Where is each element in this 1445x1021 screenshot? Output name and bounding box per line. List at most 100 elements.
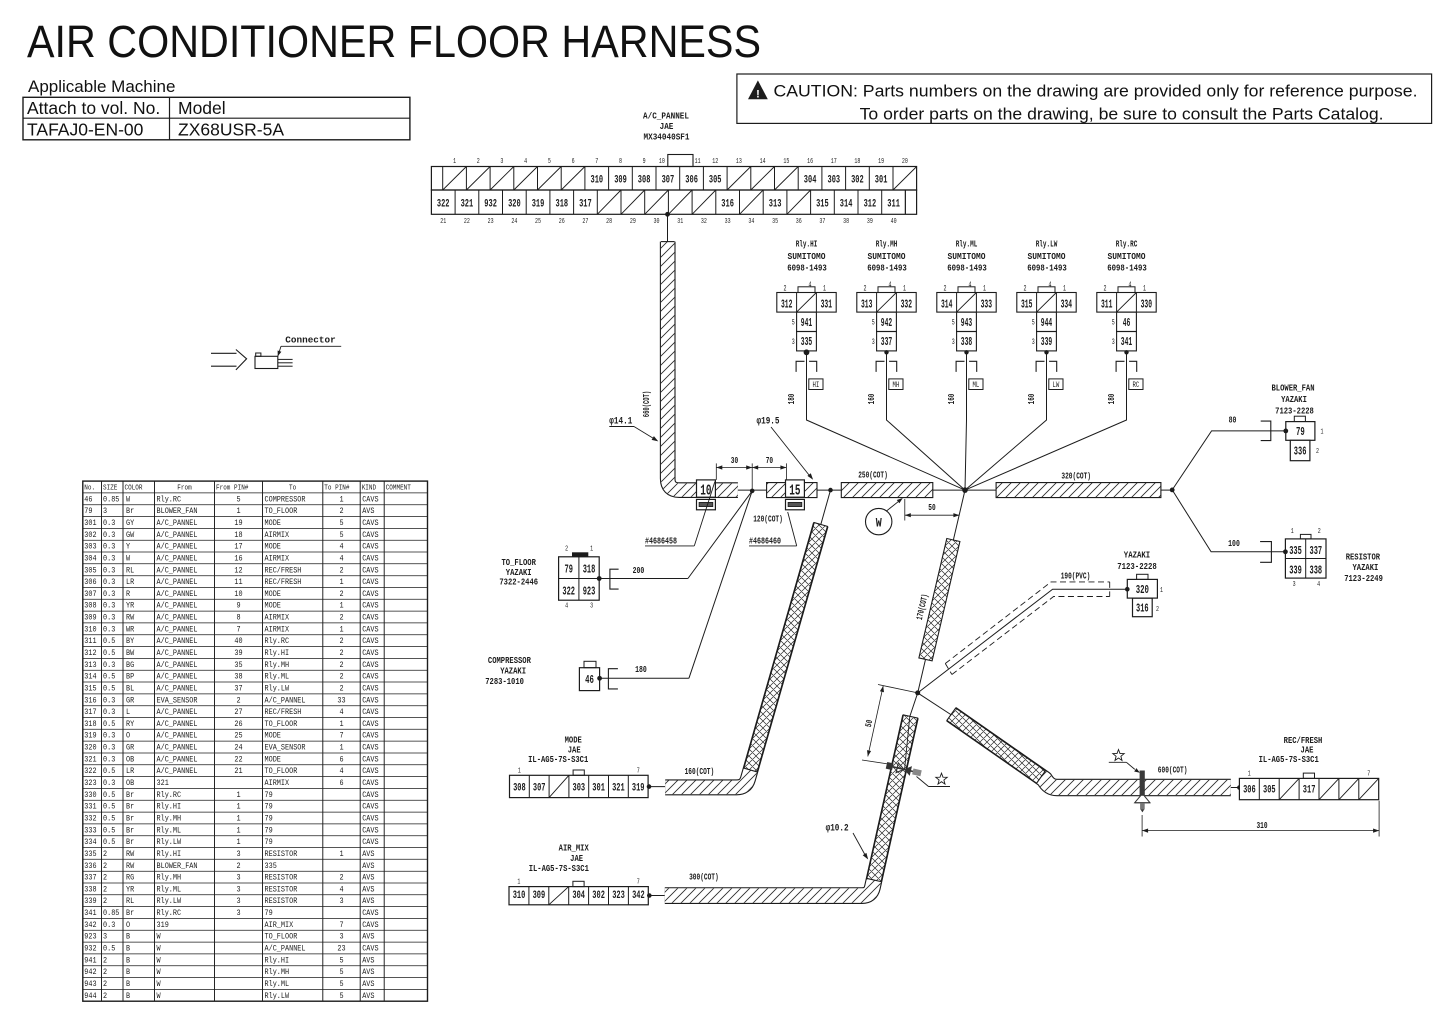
svg-text:944: 944 (1041, 316, 1052, 330)
svg-text:200: 200 (633, 565, 645, 576)
svg-text:0.5: 0.5 (103, 839, 116, 847)
svg-text:16: 16 (807, 158, 813, 166)
svg-text:A/C_PANNEL: A/C_PANNEL (265, 946, 306, 954)
svg-text:15: 15 (789, 481, 800, 499)
svg-text:321: 321 (157, 780, 170, 788)
svg-text:0.5: 0.5 (103, 650, 116, 658)
svg-text:φ19.5: φ19.5 (757, 415, 780, 426)
svg-text:0.3: 0.3 (103, 780, 116, 788)
svg-text:CAVS: CAVS (362, 946, 379, 954)
svg-text:342: 342 (84, 922, 97, 930)
svg-text:12: 12 (234, 567, 242, 575)
svg-text:Br: Br (126, 792, 134, 800)
svg-text:AIRMIX: AIRMIX (265, 555, 290, 563)
svg-text:2: 2 (339, 662, 343, 670)
svg-text:MODE: MODE (265, 591, 282, 599)
svg-text:332: 332 (901, 298, 912, 312)
svg-text:CAVS: CAVS (362, 839, 379, 847)
svg-text:308: 308 (638, 175, 651, 187)
svg-text:320: 320 (508, 198, 521, 210)
svg-text:AVS: AVS (362, 875, 375, 883)
svg-text:2: 2 (339, 686, 343, 694)
svg-text:OB: OB (126, 780, 134, 788)
svg-text:0.3: 0.3 (103, 697, 116, 705)
svg-text:JAE: JAE (660, 121, 674, 132)
svg-text:W: W (126, 555, 130, 563)
svg-text:0.3: 0.3 (103, 520, 116, 528)
svg-text:LW: LW (1053, 380, 1060, 390)
svg-text:17: 17 (234, 544, 242, 552)
svg-text:22: 22 (464, 218, 470, 226)
svg-text:0.5: 0.5 (103, 946, 116, 954)
svg-text:REC/FRESH: REC/FRESH (265, 567, 302, 575)
svg-text:5: 5 (339, 993, 343, 1001)
svg-text:310: 310 (1256, 821, 1267, 831)
svg-text:JAE: JAE (1301, 746, 1314, 756)
svg-text:37: 37 (819, 218, 825, 226)
svg-text:331: 331 (821, 298, 832, 312)
svg-text:7123-2228: 7123-2228 (1275, 406, 1314, 416)
svg-text:304: 304 (572, 890, 585, 902)
svg-text:Rly.RC: Rly.RC (157, 792, 182, 800)
svg-text:24: 24 (234, 745, 242, 753)
svg-text:302: 302 (84, 532, 97, 540)
svg-text:0.5: 0.5 (103, 804, 116, 812)
svg-text:4: 4 (339, 886, 343, 894)
svg-text:JAE: JAE (568, 745, 581, 755)
svg-text:CAVS: CAVS (362, 520, 379, 528)
svg-text:2: 2 (1318, 528, 1321, 536)
svg-text:306: 306 (84, 579, 97, 587)
svg-text:OB: OB (126, 756, 134, 764)
svg-text:Rly.LW: Rly.LW (157, 839, 182, 847)
svg-text:REC/FRESH: REC/FRESH (265, 579, 302, 587)
svg-text:W: W (157, 981, 161, 989)
svg-text:CAVS: CAVS (362, 697, 379, 705)
svg-text:To: To (289, 485, 297, 493)
svg-text:3: 3 (236, 851, 240, 859)
svg-text:A/C_PANNEL: A/C_PANNEL (157, 591, 198, 599)
svg-text:AIR CONDITIONER FLOOR HARNESS: AIR CONDITIONER FLOOR HARNESS (27, 16, 761, 67)
svg-text:REC/FRESH: REC/FRESH (265, 709, 302, 717)
svg-text:79: 79 (265, 839, 273, 847)
svg-text:HI: HI (813, 380, 820, 390)
svg-text:10: 10 (659, 158, 665, 166)
svg-text:330: 330 (84, 792, 97, 800)
svg-text:37: 37 (234, 686, 242, 694)
svg-text:AIRMIX: AIRMIX (265, 626, 290, 634)
svg-text:2: 2 (103, 886, 107, 894)
svg-text:BLOWER_FAN: BLOWER_FAN (157, 508, 198, 516)
svg-text:5: 5 (339, 520, 343, 528)
svg-text:36: 36 (796, 218, 802, 226)
svg-text:0.5: 0.5 (103, 816, 116, 824)
svg-text:304: 304 (84, 555, 97, 563)
svg-text:2: 2 (103, 863, 107, 871)
svg-text:302: 302 (851, 175, 864, 187)
svg-text:309: 309 (533, 890, 546, 902)
svg-text:0.3: 0.3 (103, 591, 116, 599)
svg-text:337: 337 (84, 875, 97, 883)
svg-text:4: 4 (1129, 281, 1132, 290)
svg-text:4: 4 (889, 281, 892, 290)
svg-text:EVA_SENSOR: EVA_SENSOR (157, 697, 198, 705)
svg-text:0.3: 0.3 (103, 756, 116, 764)
svg-text:79: 79 (84, 508, 92, 516)
svg-text:23: 23 (488, 218, 494, 226)
svg-text:7: 7 (637, 879, 640, 887)
svg-text:Rly.MH: Rly.MH (876, 240, 898, 250)
svg-text:315: 315 (816, 198, 829, 210)
svg-text:AVS: AVS (362, 969, 375, 977)
svg-text:TO_FLOOR: TO_FLOOR (265, 508, 298, 516)
svg-text:Applicable Machine: Applicable Machine (28, 77, 175, 96)
svg-text:33: 33 (725, 218, 731, 226)
svg-text:180: 180 (1107, 394, 1117, 405)
svg-text:317: 317 (84, 709, 97, 717)
svg-text:323: 323 (84, 780, 97, 788)
svg-text:942: 942 (84, 969, 97, 977)
svg-text:B: B (126, 993, 130, 1001)
svg-text:#4686458: #4686458 (645, 535, 677, 546)
svg-text:CAUTION: Parts numbers on the: CAUTION: Parts numbers on the drawing ar… (774, 83, 1418, 101)
svg-text:CAVS: CAVS (362, 579, 379, 587)
svg-text:311: 311 (84, 638, 97, 646)
svg-text:A/C_PANNEL: A/C_PANNEL (157, 756, 198, 764)
svg-text:316: 316 (1136, 603, 1149, 616)
